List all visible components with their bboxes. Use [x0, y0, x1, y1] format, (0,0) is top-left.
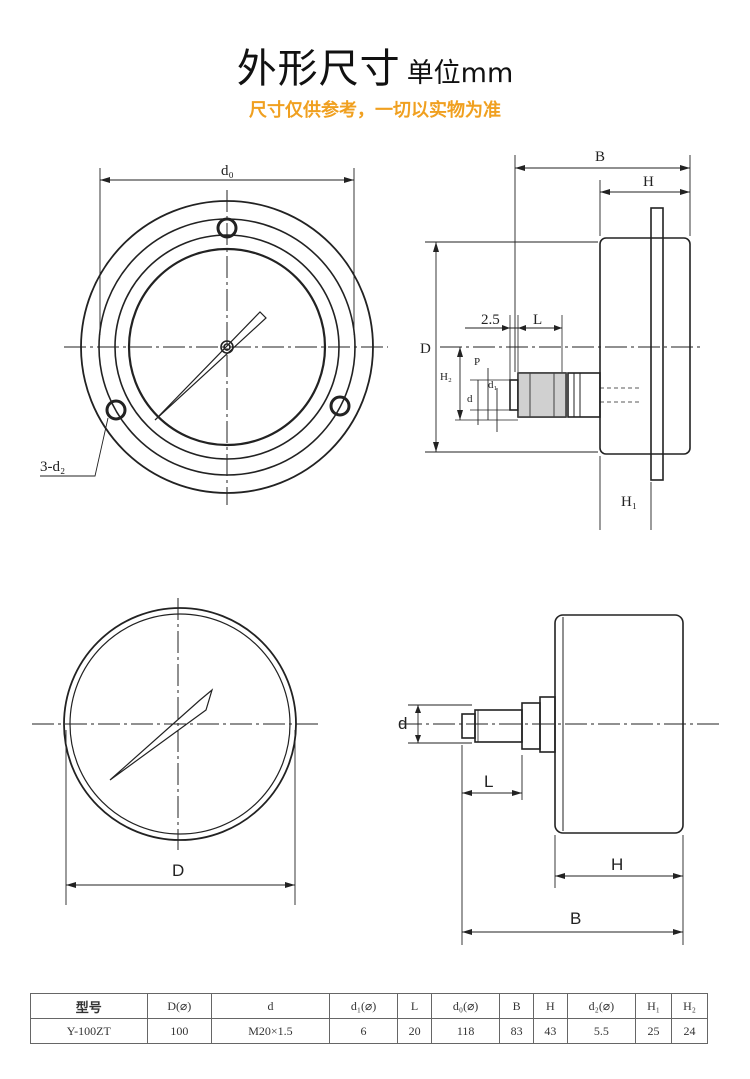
technical-drawing: d₀ 3-d₂ B H D 2.5 L H₂ P d d₁ H₁ D d L H… — [32, 149, 720, 945]
table-cell: 20 — [397, 1018, 432, 1044]
label-2-5: 2.5 — [481, 312, 500, 328]
table-header-cell: d₂(⌀) — [566, 993, 637, 1019]
side-view-plain — [400, 614, 720, 945]
spec-table: 型号 D(⌀) d d₁(⌀) L d₀(⌀) B H d₂(⌀) H₁ H₂ … — [30, 993, 708, 1044]
table-cell: 118 — [430, 1018, 501, 1044]
label-P: P — [474, 356, 480, 368]
label-B-bottom: B — [570, 909, 581, 928]
label-d1: d₁ — [488, 379, 498, 391]
table-cell: 83 — [499, 1018, 534, 1044]
label-d-top: d — [467, 393, 473, 405]
page-subtitle: 尺寸仅供参考，一切以实物为准 — [249, 100, 501, 121]
table-cell: Y-100ZT — [30, 1018, 148, 1044]
table-header-cell: L — [397, 993, 432, 1019]
front-view-plain — [32, 598, 320, 905]
table-header-cell: 型号 — [30, 993, 148, 1019]
table-cell: 24 — [671, 1018, 708, 1044]
label-D-top: D — [420, 341, 431, 357]
table-cell: 43 — [533, 1018, 568, 1044]
table-cell: 100 — [146, 1018, 213, 1044]
label-L-top: L — [533, 312, 542, 328]
side-view-flange — [425, 155, 700, 530]
table-cell: 25 — [635, 1018, 672, 1044]
table-header-cell: d — [211, 993, 330, 1019]
table-header-cell: H₂ — [671, 993, 708, 1019]
label-d0: d₀ — [221, 163, 234, 179]
table-cell: 6 — [328, 1018, 399, 1044]
label-H-top: H — [643, 174, 654, 190]
table-header-cell: d₁(⌀) — [328, 993, 399, 1019]
header: 外形尺寸单位mm — [0, 36, 750, 94]
label-B-top: B — [595, 149, 605, 165]
table-header-cell: H₁ — [635, 993, 672, 1019]
table-header-cell: B — [499, 993, 534, 1019]
label-3-d2: 3-d₂ — [40, 459, 65, 475]
table-cell: M20×1.5 — [211, 1018, 330, 1044]
table-header-cell: H — [533, 993, 568, 1019]
label-H1: H₁ — [621, 494, 637, 510]
page-title: 外形尺寸 — [236, 46, 401, 92]
label-d-bottom: d — [398, 714, 407, 733]
table-header-cell: d₀(⌀) — [430, 993, 501, 1019]
label-H2: H₂ — [440, 371, 452, 383]
table-header-cell: D(⌀) — [146, 993, 213, 1019]
label-L-bottom: L — [484, 772, 493, 791]
label-H-bottom: H — [611, 855, 623, 874]
table-row: Y-100ZT 100 M20×1.5 6 20 118 83 43 5.5 2… — [30, 1018, 708, 1044]
table-header-row: 型号 D(⌀) d d₁(⌀) L d₀(⌀) B H d₂(⌀) H₁ H₂ — [30, 993, 708, 1019]
front-view-flange — [40, 168, 388, 505]
table-cell: 5.5 — [566, 1018, 637, 1044]
label-D-bottom: D — [172, 861, 184, 880]
unit-label: 单位mm — [406, 58, 514, 89]
